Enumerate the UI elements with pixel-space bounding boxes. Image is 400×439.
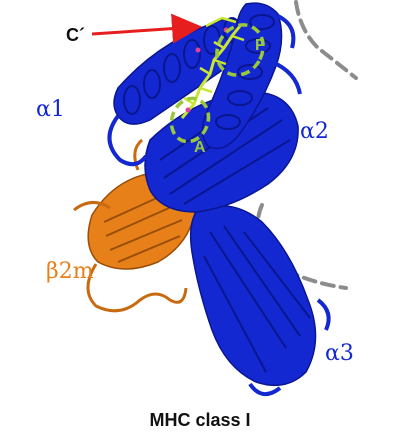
pocket-a-label: A (194, 139, 206, 156)
alpha1-label: α1 (36, 97, 65, 122)
alpha3-label: α3 (325, 341, 354, 366)
alpha2-label: α2 (300, 119, 329, 144)
pocket-a-marker (169, 96, 211, 144)
pocket-f-marker (215, 23, 265, 77)
figure-caption: MHC class I (149, 410, 250, 430)
c-terminus-label: C´ (66, 25, 85, 45)
upper-right-dashed-outline (294, 0, 358, 80)
peptide-binding-platform (144, 91, 299, 213)
alpha3-domain (189, 205, 331, 396)
pocket-f-label: F (255, 37, 265, 54)
c-terminus-arrow (91, 13, 202, 44)
beta2m-label: β2m (46, 259, 94, 284)
